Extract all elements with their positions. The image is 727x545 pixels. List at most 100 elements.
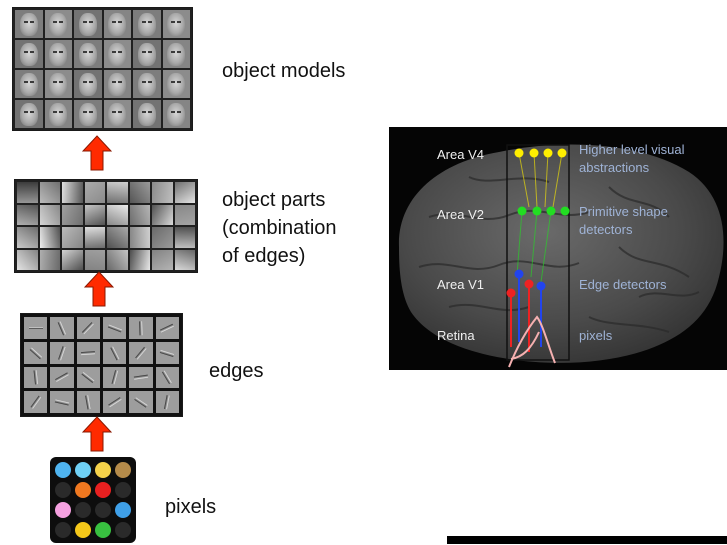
part-cell-tile: [174, 227, 195, 248]
part-cell-tile: [107, 227, 128, 248]
pixel-dot: [95, 522, 111, 538]
pixel-dot: [95, 482, 111, 498]
area-v4-label: Area V4: [437, 147, 484, 162]
edge-stroke: [160, 349, 175, 357]
part-cell-tile: [39, 227, 60, 248]
object-models-grid: [12, 7, 193, 131]
edge-stroke: [107, 324, 122, 332]
face-cell-tile: [162, 100, 190, 128]
part-cell-tile: [174, 204, 195, 225]
edge-stroke: [85, 395, 91, 410]
edge-cell-tile: [155, 317, 179, 339]
edge-cell-tile: [50, 391, 74, 413]
pixel-dot: [75, 522, 91, 538]
part-cell-tile: [129, 204, 150, 225]
up-arrow-icon: [84, 271, 114, 307]
edge-stroke: [110, 346, 119, 360]
v4-nodes: [514, 148, 567, 158]
part-cell-tile: [107, 204, 128, 225]
edge-cell-tile: [129, 341, 153, 364]
edge-cell-tile: [50, 317, 74, 339]
up-arrow-icon: [82, 416, 112, 452]
pixel-dot: [55, 522, 71, 538]
pixel-dot: [75, 482, 91, 498]
edges-grid: [20, 313, 183, 417]
edge-cell-tile: [24, 391, 48, 413]
pixel-dot: [115, 462, 131, 478]
pixel-dot: [75, 462, 91, 478]
part-cell-tile: [129, 227, 150, 248]
part-cell-tile: [84, 182, 105, 203]
edge-stroke: [134, 397, 148, 408]
edge-cell-tile: [129, 317, 153, 339]
area-v1-description: Edge detectors: [579, 277, 667, 292]
face-cell-tile: [133, 70, 161, 98]
part-cell-tile: [129, 182, 150, 203]
edge-cell-tile: [50, 366, 74, 389]
edge-cell-tile: [76, 391, 100, 413]
area-v2-description-line2: detectors: [579, 222, 633, 237]
object-parts-grid: [14, 179, 198, 273]
part-cell-tile: [84, 204, 105, 225]
part-cell-tile: [39, 204, 60, 225]
area-v2-label: Area V2: [437, 207, 484, 222]
part-cell-tile: [17, 249, 38, 270]
edge-stroke: [162, 370, 173, 385]
bottom-bar: [447, 536, 727, 544]
edge-stroke: [30, 395, 41, 409]
part-cell-tile: [152, 204, 173, 225]
edge-cell-tile: [103, 366, 127, 389]
object-models-label: object models: [222, 60, 346, 82]
face-cell-tile: [15, 40, 43, 68]
pixel-dot: [95, 462, 111, 478]
pixel-dot: [115, 502, 131, 518]
pixel-dot: [55, 482, 71, 498]
edge-cell-tile: [76, 366, 100, 389]
face-cell-tile: [74, 100, 102, 128]
v2-connections: [516, 210, 552, 283]
pixel-dot: [75, 502, 91, 518]
edge-cell-tile: [103, 391, 127, 413]
face-cell-tile: [74, 40, 102, 68]
edge-stroke: [29, 347, 42, 359]
face-cell-tile: [103, 10, 131, 38]
retina-signal: [508, 315, 556, 368]
object-parts-label: object parts (combination of edges): [222, 186, 337, 270]
face-cell-tile: [44, 70, 72, 98]
edge-stroke: [54, 399, 70, 406]
part-cell-tile: [129, 249, 150, 270]
part-cell-tile: [39, 249, 60, 270]
part-cell-tile: [84, 227, 105, 248]
pixel-dot: [115, 482, 131, 498]
face-cell-tile: [15, 10, 43, 38]
up-arrow-icon: [82, 135, 112, 171]
pixels-label: pixels: [165, 496, 217, 518]
face-cell-tile: [133, 10, 161, 38]
area-v4-description-line1: Higher level visual: [579, 142, 685, 157]
edge-stroke: [135, 346, 147, 360]
edge-stroke: [28, 326, 43, 330]
v1-connections: [510, 273, 542, 352]
brain-visual-areas-panel: Area V4 Higher level visual abstractions…: [389, 127, 727, 370]
part-cell-tile: [62, 227, 83, 248]
edges-label: edges: [209, 360, 264, 382]
edge-cell-tile: [155, 391, 179, 413]
face-cell-tile: [133, 40, 161, 68]
edge-cell-tile: [103, 341, 127, 364]
face-cell-tile: [103, 100, 131, 128]
face-cell-tile: [162, 40, 190, 68]
face-cell-tile: [15, 70, 43, 98]
area-v4-description-line2: abstractions: [579, 160, 650, 175]
pixels-grid: [50, 457, 136, 543]
face-cell-tile: [74, 10, 102, 38]
edge-cell-tile: [129, 391, 153, 413]
area-v2-description: Primitive shape detectors: [579, 203, 668, 239]
part-cell-tile: [152, 227, 173, 248]
part-cell-tile: [152, 249, 173, 270]
object-parts-line2: (combination: [222, 217, 337, 239]
face-cell-tile: [15, 100, 43, 128]
part-cell-tile: [39, 182, 60, 203]
v1-nodes: [506, 269, 546, 298]
area-v1-label: Area V1: [437, 277, 484, 292]
pixel-dot: [55, 502, 71, 518]
